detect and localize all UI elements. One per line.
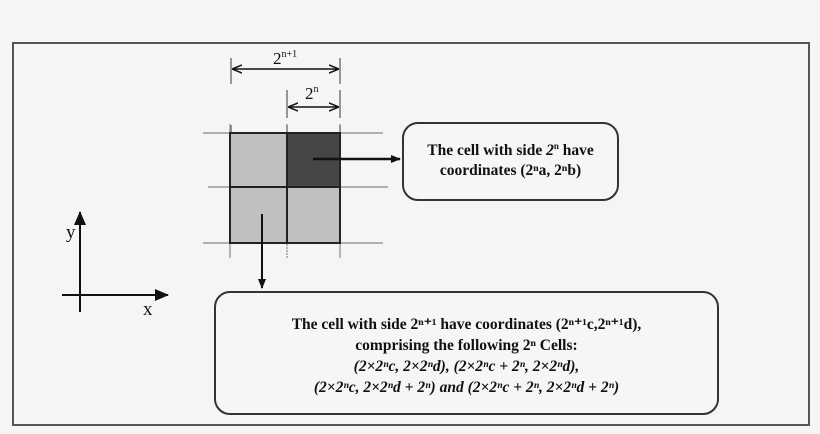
grid-outline (229, 132, 341, 244)
diagram-frame (12, 42, 810, 426)
small-callout-line1: The cell with side 2n have (427, 141, 594, 160)
dimension-ticks (230, 58, 341, 132)
cell-bottom-left (230, 187, 287, 243)
grid-cells (230, 133, 340, 243)
large-cell-callout: The cell with side 2ⁿ⁺¹ have coordinates… (214, 291, 719, 415)
inner-dimension-label: 2n (305, 84, 319, 103)
small-cell-callout: The cell with side 2n have coordinates (… (402, 122, 619, 201)
large-callout-line1: The cell with side 2ⁿ⁺¹ have coordinates… (291, 316, 642, 333)
large-callout-line3: (2×2ⁿc, 2×2ⁿd), (2×2ⁿc + 2ⁿ, 2×2ⁿd), (353, 358, 580, 375)
x-axis-label: x (143, 299, 153, 320)
small-callout-line2: coordinates (2ⁿa, 2ⁿb) (439, 162, 582, 179)
cell-bottom-right (287, 187, 340, 243)
large-callout-line4: (2×2ⁿc, 2×2ⁿd + 2ⁿ) and (2×2ⁿc + 2ⁿ, 2×2… (313, 379, 620, 396)
y-axis-label: y (66, 222, 76, 243)
large-callout-line2: comprising the following 2ⁿ Cells: (355, 337, 578, 354)
outer-dimension-label: 2n+1 (273, 49, 298, 68)
cell-top-left (230, 133, 287, 187)
